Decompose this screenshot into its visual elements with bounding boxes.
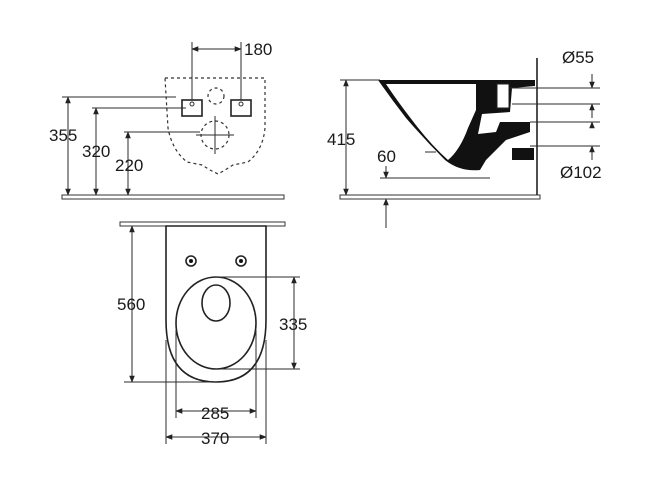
dim-180-label: 180 (244, 40, 272, 59)
dim-355-label: 355 (49, 126, 77, 145)
plan-view: 560 335 285 370 (117, 221, 307, 448)
dim-335-label: 335 (279, 315, 307, 334)
dim-60-label: 60 (377, 147, 396, 166)
bowl-outline-plan (165, 225, 267, 383)
dim-560-label: 560 (117, 295, 145, 314)
dim-285-label: 285 (201, 404, 229, 423)
front-view: 180 355 320 220 (49, 40, 285, 200)
wall-bracket-outline (164, 77, 266, 175)
dim-320-label: 320 (82, 142, 110, 161)
dim-220-label: 220 (115, 156, 143, 175)
side-view: 415 60 Ø55 Ø102 (327, 48, 602, 228)
floor-line-side (339, 194, 541, 200)
dim-415-label: 415 (327, 130, 355, 149)
dim-d102-label: Ø102 (560, 163, 602, 182)
dim-d55-label: Ø55 (562, 48, 594, 67)
dim-370-label: 370 (201, 429, 229, 448)
bowl-opening (201, 284, 231, 322)
seat-outline (175, 276, 257, 370)
water-inlet-circle (207, 87, 225, 105)
fixing-bolt-left (185, 255, 197, 267)
bowl-inner (386, 84, 476, 160)
fixing-bolt-right (235, 255, 247, 267)
floor-line-front (61, 194, 285, 200)
